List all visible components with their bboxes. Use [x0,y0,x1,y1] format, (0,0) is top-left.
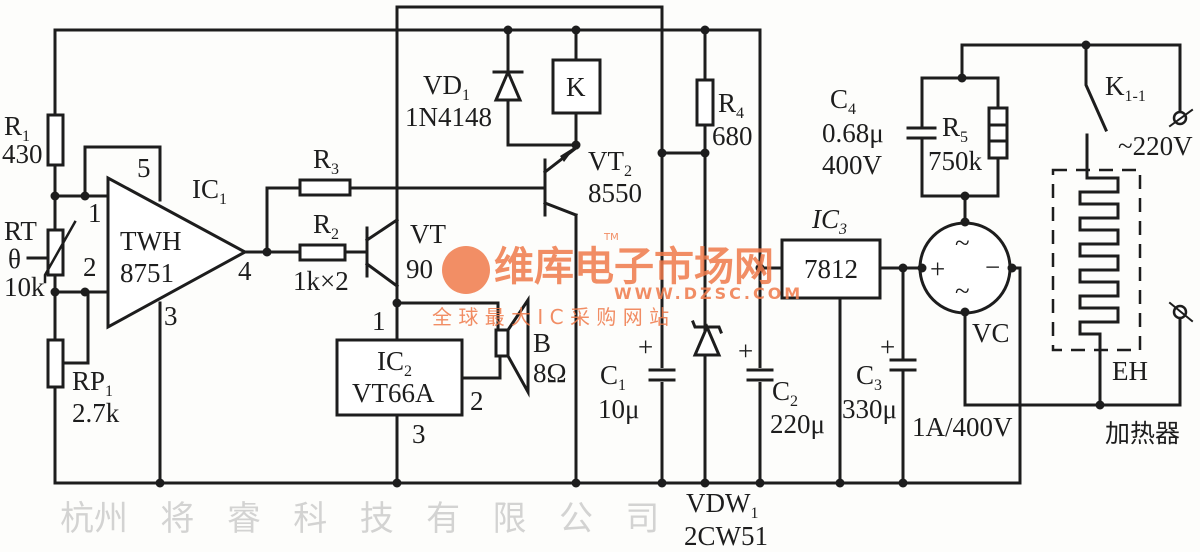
watermark-slogan: 全 球 最 大 I C 采 购 网 站 [432,305,669,329]
ic1-pin2: 2 [83,252,97,282]
ic2-pin1: 1 [372,306,386,336]
bridge-ac-bottom: ~ [955,276,970,306]
ic1-pin4: 4 [238,256,252,286]
vt2-value: 8550 [588,178,642,208]
relay-label: K [566,72,586,102]
c4-rating: 400V [822,150,883,180]
speaker-b [494,295,530,398]
speaker-value: 8Ω [533,358,567,388]
ic2-pin3: 3 [412,419,426,449]
k11-label: K1-1 [1105,71,1146,105]
ic1-line1: TWH [120,226,181,256]
r1-value: 430 [2,139,43,169]
resistor-r2 [298,243,347,262]
terminal-top[interactable] [1168,108,1194,128]
r3-label: R3 [313,144,339,178]
ic1-line2: 8751 [120,258,174,288]
watermark-url: WWW.DZSC.COM [614,284,803,303]
vdw1-label: VDW1 [686,488,758,522]
thermistor-rt [43,220,77,284]
relay-coil-k [551,58,602,115]
r4-label: R4 [718,88,744,122]
ic1-label: IC1 [192,174,227,208]
bridge-minus: − [985,252,1000,282]
bridge-plus: + [930,254,945,284]
heater-enclosure [1051,168,1142,352]
eh-label: EH [1112,356,1148,386]
c2-plus: + [738,336,753,366]
ic2-pin2: 2 [470,386,484,416]
capacitor-c3 [889,358,917,372]
vt2-emitter-arrow [560,146,576,162]
supply-label: ~220V [1118,131,1193,161]
vc-label: VC [972,318,1010,348]
zener-vdw1 [691,320,723,357]
watermark-tm: TM [603,232,619,243]
vd1-label: VD1 [423,70,470,104]
c2-value: 220μ [770,409,825,439]
vdw1-value: 2CW51 [684,521,768,551]
c1-value: 10μ [598,394,639,424]
ic2-label: IC2 [377,346,412,380]
ic2-box [335,338,464,417]
ic1-pin5: 5 [137,153,151,183]
vt2-label: VT2 [588,146,632,180]
resistor-r4 [695,78,715,127]
opamp-ic1 [106,175,249,330]
r2-value: 1k×2 [293,266,349,296]
vd1-value: 1N4148 [405,102,492,132]
capacitor-c2 [746,368,774,382]
c1-plus: + [638,332,653,362]
watermark-brand: 维库电子市场网 [494,244,774,290]
speaker-label: B [533,328,551,358]
rp1-value: 2.7k [72,398,120,428]
c3-value: 330μ [842,394,897,424]
capacitor-c4 [906,126,937,140]
r5-label: R5 [942,112,968,146]
r4-value: 680 [712,121,753,151]
r1-label: R1 [4,111,30,145]
junctions [50,25,1105,488]
c3-plus: + [880,332,895,362]
heater-desc: 加热器 [1105,419,1180,448]
c1-label: C1 [600,360,626,394]
watermark-company: 杭州 将 睿 科 技 有 限 公 司 [60,499,659,539]
ic2-value: VT66A [352,378,435,408]
terminal-bottom[interactable] [1168,301,1194,323]
vt1-label: VT [410,219,446,249]
bridge-ac-top: ~ [955,228,970,258]
rt-label: RT [4,216,37,246]
c4-label: C4 [830,84,856,118]
ic1-pin3: 3 [164,301,178,331]
regulator-ic3 [780,238,882,300]
ic3-value: 7812 [804,254,858,284]
resistor-r1 [46,113,65,167]
resistor-r3 [298,178,352,197]
watermark-logo-icon [442,246,490,294]
r2-label: R2 [313,209,339,243]
potentiometer-rp1 [46,338,65,389]
rt-theta: θ [8,244,21,274]
heater-coil-eh [1078,170,1120,347]
c4-value: 0.68μ [822,118,884,148]
rt-value: 10k [4,272,45,302]
c2-label: C2 [772,376,798,410]
watermark: 杭州 将 睿 科 技 有 限 公 司 维库电子市场网 TM WWW.DZSC.C… [60,232,803,539]
ic3-label: IC3 [811,204,847,238]
c3-label: C3 [856,360,882,394]
vt1-value: 90 [406,254,433,284]
rp1-label: RP1 [72,366,113,400]
ic1-pin1: 1 [88,198,102,228]
vc-value: 1A/400V [912,412,1013,442]
resistor-r5 [987,106,1009,160]
diode-vd1 [492,68,524,102]
r5-value: 750k [928,146,983,176]
capacitor-c1 [648,368,676,382]
